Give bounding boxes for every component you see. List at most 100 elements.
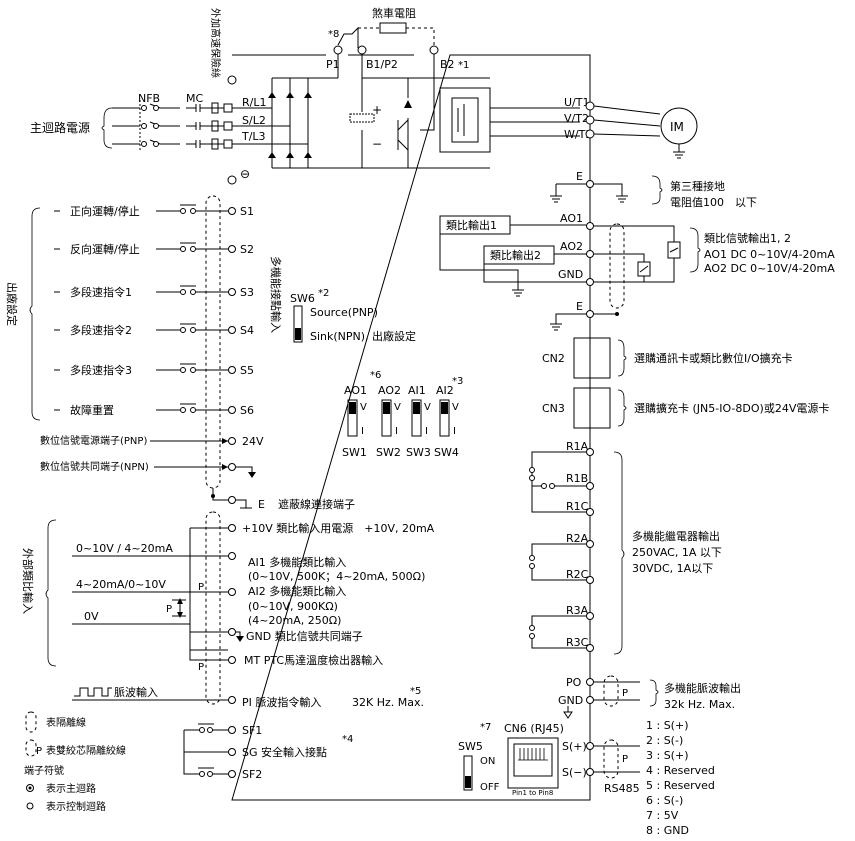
po-label: PO xyxy=(566,676,582,689)
note-7: *7 xyxy=(480,722,491,733)
switch-note-3: *3 xyxy=(452,376,463,387)
gnd-analog-label: GND 類比信號共同端子 xyxy=(246,630,363,643)
cn3-label: CN3 xyxy=(542,402,565,415)
label-w: W/T3 xyxy=(564,128,592,141)
switch-i: I xyxy=(361,426,364,437)
label-b1p2: B1/P2 xyxy=(366,58,398,71)
sminus-label: S(−) xyxy=(562,766,587,779)
terminal-s5 xyxy=(228,366,236,374)
ao1-label: AO1 xyxy=(560,212,583,225)
e-label-2: E xyxy=(576,300,583,313)
splus-label: S(+) xyxy=(562,740,587,753)
switch-bottom-label: SW4 xyxy=(434,446,459,459)
terminal-r xyxy=(223,103,233,113)
sf2-label: SF2 xyxy=(242,768,262,781)
switch-note-6: *6 xyxy=(370,370,381,381)
ai2-label: AI2 多機能類比輸入 xyxy=(248,584,346,598)
pinout-line: 3 : S(+) xyxy=(646,749,688,762)
label-b2: B2 xyxy=(440,58,455,71)
terminal-s1 xyxy=(228,207,236,215)
shield-cable-ao xyxy=(609,223,625,309)
legend-main: 表示主迴路 xyxy=(46,782,96,795)
analog-line-1: 0~10V / 4~20mA xyxy=(76,542,173,555)
cn3-connector xyxy=(573,387,611,429)
label-s: S/L2 xyxy=(242,114,266,127)
p-pulse-out: P xyxy=(622,688,628,699)
rectifier-bridge xyxy=(238,54,362,169)
shield-cable-left xyxy=(205,195,221,489)
p-analog-2: P xyxy=(166,604,172,615)
chassis-ground-top xyxy=(227,75,237,85)
safety-wiring xyxy=(183,723,236,778)
sw6-sink: Sink(NPN), 出廠設定 xyxy=(310,329,416,343)
ground-note-2: 電阻值100 以下 xyxy=(670,196,757,209)
sw6-label: SW6 xyxy=(290,292,315,305)
e-label-1: E xyxy=(576,170,583,183)
ao-desc-2: AO1 DC 0~10V/4-20mA xyxy=(704,248,835,261)
relay-desc-2: 250VAC, 1A 以下 xyxy=(632,546,722,559)
npn-label: 數位信號共同端子(NPN) xyxy=(40,460,149,473)
label-t: T/L3 xyxy=(241,130,266,143)
ai2-range-2: (4~20mA, 250Ω) xyxy=(248,614,341,627)
input-label: 反向運轉/停止 xyxy=(70,242,140,256)
sw6-switch[interactable] xyxy=(293,305,303,343)
terminal-label: S3 xyxy=(240,286,254,299)
switch-bottom-label: SW3 xyxy=(406,446,431,459)
ai2-range-1: (0~10V, 900KΩ) xyxy=(248,600,338,613)
terminal-label: S5 xyxy=(240,364,254,377)
terminal-s xyxy=(223,121,233,131)
fuse-label-vertical: 外加高速保險絲 xyxy=(209,8,222,78)
cn6-label: CN6 (RJ45) xyxy=(504,722,564,735)
cn2-label: CN2 xyxy=(542,352,565,365)
chassis-ground-bottom xyxy=(227,175,237,185)
cn2-desc: 選購通訊卡或類比數位I/O擴充卡 xyxy=(634,351,793,365)
terminal-s6 xyxy=(228,406,236,414)
label-u: U/T1 xyxy=(564,96,589,109)
cn2-connector xyxy=(573,337,611,379)
relay-wiring xyxy=(529,448,594,652)
p-rs485: P xyxy=(622,754,628,765)
minus-sign: − xyxy=(372,137,382,151)
terminal-s3 xyxy=(228,288,236,296)
ai1-range: (0~10V, 500K；4~20mA, 500Ω) xyxy=(248,570,425,583)
analog-wiring xyxy=(72,524,244,664)
sw5-on: ON xyxy=(480,756,495,767)
ao2-label: AO2 xyxy=(560,240,583,253)
ao-wiring xyxy=(439,224,681,297)
p-analog-3: P xyxy=(198,662,204,673)
note-5: *5 xyxy=(410,686,421,697)
label-r: R/L1 xyxy=(242,96,266,109)
input-row-s2: 反向運轉/停止 S2 xyxy=(54,242,254,256)
terminal-t xyxy=(223,139,233,149)
input-label: 多段速指令2 xyxy=(70,323,132,337)
pinout-line: 7 : 5V xyxy=(646,809,679,822)
switch-bottom-label: SW2 xyxy=(376,446,401,459)
plus-sign: + xyxy=(372,103,382,117)
inverter-enclosure xyxy=(231,54,591,801)
terminal-b2 xyxy=(429,45,439,55)
ao-out1-label: 類比輸出1 xyxy=(446,218,497,232)
factory-setting-vertical: 出廠設定 xyxy=(5,282,19,326)
sf1-label: SF1 xyxy=(242,724,262,737)
sw5-switch[interactable] xyxy=(463,755,473,791)
note-4: *4 xyxy=(342,734,353,745)
switch-bottom-label: SW1 xyxy=(342,446,367,459)
dc-bus: + − xyxy=(349,54,490,169)
sw5-off: OFF xyxy=(480,782,500,793)
switch-top-label: AO2 xyxy=(378,384,401,397)
r2a-label: R2A xyxy=(566,532,589,545)
relay-desc-3: 30VDC, 1A以下 xyxy=(632,562,713,575)
note-1: *1 xyxy=(458,60,469,71)
input-lines xyxy=(112,100,238,152)
terminal-label: S2 xyxy=(240,243,254,256)
pi-max: 32K Hz. Max. xyxy=(352,696,424,709)
ao-desc-3: AO2 DC 0~10V/4-20mA xyxy=(704,262,835,275)
shield-cable-analog xyxy=(205,511,221,705)
